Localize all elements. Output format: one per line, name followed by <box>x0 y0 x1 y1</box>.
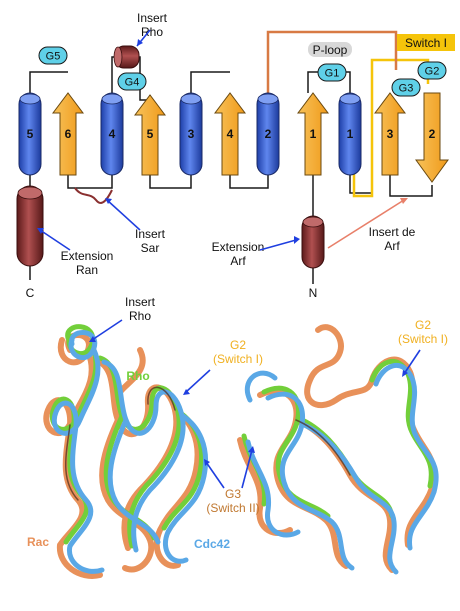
insert-rho-helix <box>113 45 140 69</box>
g2-left-label: G2 (Switch I) <box>213 338 263 366</box>
insert-sar-arrow <box>106 199 141 231</box>
extension-arf-arrow <box>259 239 297 251</box>
g1-box: G1 <box>317 63 347 82</box>
insert-sar-loop <box>74 187 113 204</box>
strand-s3-label: 3 <box>387 127 394 141</box>
insert-de-arf-arrow <box>327 199 405 249</box>
svg-text:Insert: Insert <box>125 295 156 309</box>
loop-h5-s6 <box>29 71 68 93</box>
svg-text:Insert de: Insert de <box>369 225 416 239</box>
strand-s4-label: 4 <box>227 127 234 141</box>
svg-text:G2: G2 <box>415 318 431 332</box>
topology-diagram: 5 4 3 2 1 <box>16 11 455 300</box>
helix-h3-label: 3 <box>188 127 195 141</box>
svg-text:G3: G3 <box>225 487 241 501</box>
structure-overlay-right <box>237 324 439 575</box>
loop-h3-s4 <box>190 71 230 93</box>
strand-s2: 2 <box>415 92 449 183</box>
svg-text:Arf: Arf <box>384 239 400 253</box>
rho-legend-label: Rho <box>126 369 149 383</box>
extension-arf-label: Extension Arf <box>212 240 265 268</box>
g5-box: G5 <box>38 46 68 65</box>
insert-rho-3d-label: Insert Rho <box>125 295 156 323</box>
strand-s5-label: 5 <box>147 127 154 141</box>
svg-text:(Switch I): (Switch I) <box>213 352 263 366</box>
c-terminus-label: C <box>26 286 35 300</box>
svg-text:G3: G3 <box>399 83 414 95</box>
svg-text:Extension: Extension <box>61 249 114 263</box>
svg-text:G2: G2 <box>230 338 246 352</box>
strand-s6: 6 <box>52 92 84 176</box>
loop-s4-h2 <box>229 175 269 189</box>
structure-overlay-left <box>43 324 208 579</box>
helix-h2-label: 2 <box>265 127 272 141</box>
g3-label: G3 (Switch II) <box>206 487 259 515</box>
cdc42-legend-label: Cdc42 <box>194 537 230 551</box>
svg-text:Sar: Sar <box>141 241 160 255</box>
strand-s6-label: 6 <box>65 127 72 141</box>
svg-text:Switch I: Switch I <box>405 36 447 50</box>
insert-de-arf-label: Insert de Arf <box>369 225 416 253</box>
svg-text:P-loop: P-loop <box>313 43 348 57</box>
n-terminus-label: N <box>309 286 318 300</box>
g2-right-label: G2 (Switch I) <box>398 318 448 346</box>
svg-text:(Switch I): (Switch I) <box>398 332 448 346</box>
helix-h4-label: 4 <box>109 127 116 141</box>
loop-s5-h3 <box>149 175 192 189</box>
strand-s1-label: 1 <box>310 127 317 141</box>
svg-text:G5: G5 <box>46 51 61 63</box>
strand-s2-label: 2 <box>429 127 436 141</box>
helix-h3: 3 <box>179 92 203 176</box>
helix-h5-label: 5 <box>27 127 34 141</box>
extension-ran-helix <box>16 185 44 267</box>
connector-lines <box>29 56 433 284</box>
svg-text:(Switch II): (Switch II) <box>206 501 259 515</box>
insert-sar-label: Insert Sar <box>135 227 166 255</box>
extension-arf-helix <box>301 215 325 269</box>
svg-text:G2: G2 <box>425 66 440 78</box>
loop-s6-h4-bottom <box>67 175 113 189</box>
rac-legend-label: Rac <box>27 535 49 549</box>
svg-text:G4: G4 <box>125 77 140 89</box>
dark-shading <box>65 386 176 501</box>
g2-box: G2 <box>417 61 447 80</box>
strand-s3: 3 <box>374 92 406 176</box>
ploop-label: P-loop <box>308 42 352 57</box>
svg-text:Extension: Extension <box>212 240 265 254</box>
extension-ran-arrow <box>39 229 71 251</box>
rho-ribbon-right <box>241 359 434 519</box>
loop-s3-s2 <box>389 175 433 197</box>
cdc42-ribbon-right <box>244 363 439 575</box>
helix-h2: 2 <box>256 92 280 176</box>
g3-box: G3 <box>391 78 421 97</box>
dark-shading-right <box>295 419 351 476</box>
svg-text:Insert: Insert <box>135 227 166 241</box>
svg-text:Rho: Rho <box>129 309 151 323</box>
helix-h5: 5 <box>18 92 42 176</box>
g4-box: G4 <box>117 72 147 91</box>
extension-ran-label: Extension Ran <box>61 249 114 277</box>
insert-rho-label: Insert Rho <box>137 11 168 39</box>
helix-h1: 1 <box>338 92 362 176</box>
strand-s4: 4 <box>214 92 246 176</box>
cdc42-ribbon <box>51 330 208 574</box>
svg-text:Ran: Ran <box>76 263 98 277</box>
loop-h1-s3 <box>349 175 372 194</box>
svg-text:Rho: Rho <box>141 25 163 39</box>
helix-h4: 4 <box>100 92 124 176</box>
svg-text:Insert: Insert <box>137 11 168 25</box>
strand-s1: 1 <box>297 92 329 176</box>
structure-labels: Insert Rho Rho G2 (Switch I) G2 (Switch … <box>27 295 448 551</box>
helix-h1-label: 1 <box>347 127 354 141</box>
svg-text:G1: G1 <box>325 68 340 80</box>
strand-s5: 5 <box>134 94 166 176</box>
switch1-label: Switch I <box>397 34 455 51</box>
ploop-path <box>266 30 398 93</box>
svg-text:Arf: Arf <box>230 254 246 268</box>
